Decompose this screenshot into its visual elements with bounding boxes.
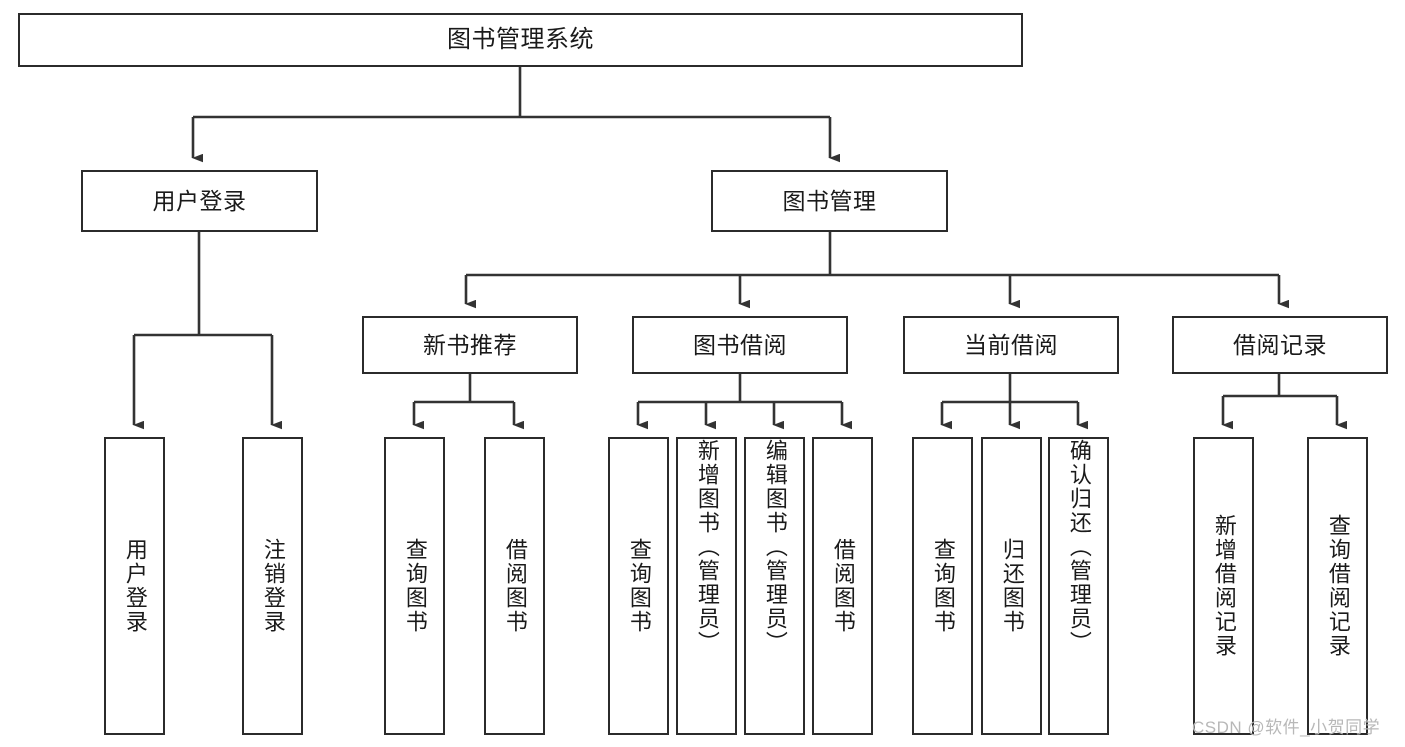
node-borrow-record[interactable]: 借阅记录 [1172,316,1388,374]
node-leaf-borrow-book-2[interactable]: 借阅图书 [812,437,873,735]
node-leaf-borrow-book-2-label: 借阅图书 [830,538,856,634]
node-root-book-management-system[interactable]: 图书管理系统 [18,13,1023,67]
node-leaf-logout-login-label: 注销登录 [260,538,286,634]
node-leaf-borrow-book-1[interactable]: 借阅图书 [484,437,545,735]
node-root-label: 图书管理系统 [447,26,594,54]
node-leaf-query-book-2[interactable]: 查询图书 [608,437,669,735]
node-borrow-record-label: 借阅记录 [1233,331,1327,358]
node-leaf-edit-book[interactable]: 编辑图书（管理员） [744,437,805,735]
node-leaf-return-book[interactable]: 归还图书 [981,437,1042,735]
node-book-management-label: 图书管理 [782,187,877,214]
node-book-management[interactable]: 图书管理 [711,170,948,232]
node-leaf-query-book-1-label: 查询图书 [402,538,428,634]
node-leaf-add-book[interactable]: 新增图书（管理员） [676,437,737,735]
node-leaf-add-record-label: 新增借阅记录 [1211,514,1237,658]
node-current-borrow-label: 当前借阅 [964,331,1058,358]
node-leaf-add-record[interactable]: 新增借阅记录 [1193,437,1254,735]
node-user-login-label: 用户登录 [152,187,247,214]
node-book-borrow[interactable]: 图书借阅 [632,316,848,374]
node-leaf-user-login[interactable]: 用户登录 [104,437,165,735]
node-leaf-query-book-3-label: 查询图书 [930,538,956,634]
node-leaf-query-record[interactable]: 查询借阅记录 [1307,437,1368,735]
watermark-text: CSDN @软件_小贺同学 [1192,718,1381,737]
node-current-borrow[interactable]: 当前借阅 [903,316,1119,374]
node-new-book-recommend-label: 新书推荐 [423,331,517,358]
node-user-login[interactable]: 用户登录 [81,170,318,232]
node-leaf-return-book-label: 归还图书 [999,538,1025,634]
node-leaf-logout-login[interactable]: 注销登录 [242,437,303,735]
node-leaf-confirm-return[interactable]: 确认归还（管理员） [1048,437,1109,735]
node-leaf-confirm-return-label: 确认归还（管理员） [1066,439,1092,655]
node-leaf-query-book-1[interactable]: 查询图书 [384,437,445,735]
node-leaf-borrow-book-1-label: 借阅图书 [502,538,528,634]
node-new-book-recommend[interactable]: 新书推荐 [362,316,578,374]
node-leaf-query-record-label: 查询借阅记录 [1325,514,1351,658]
node-book-borrow-label: 图书借阅 [693,331,787,358]
node-leaf-query-book-3[interactable]: 查询图书 [912,437,973,735]
node-leaf-add-book-label: 新增图书（管理员） [694,439,720,655]
node-leaf-edit-book-label: 编辑图书（管理员） [762,439,788,655]
node-leaf-query-book-2-label: 查询图书 [626,538,652,634]
node-leaf-user-login-label: 用户登录 [122,538,148,634]
